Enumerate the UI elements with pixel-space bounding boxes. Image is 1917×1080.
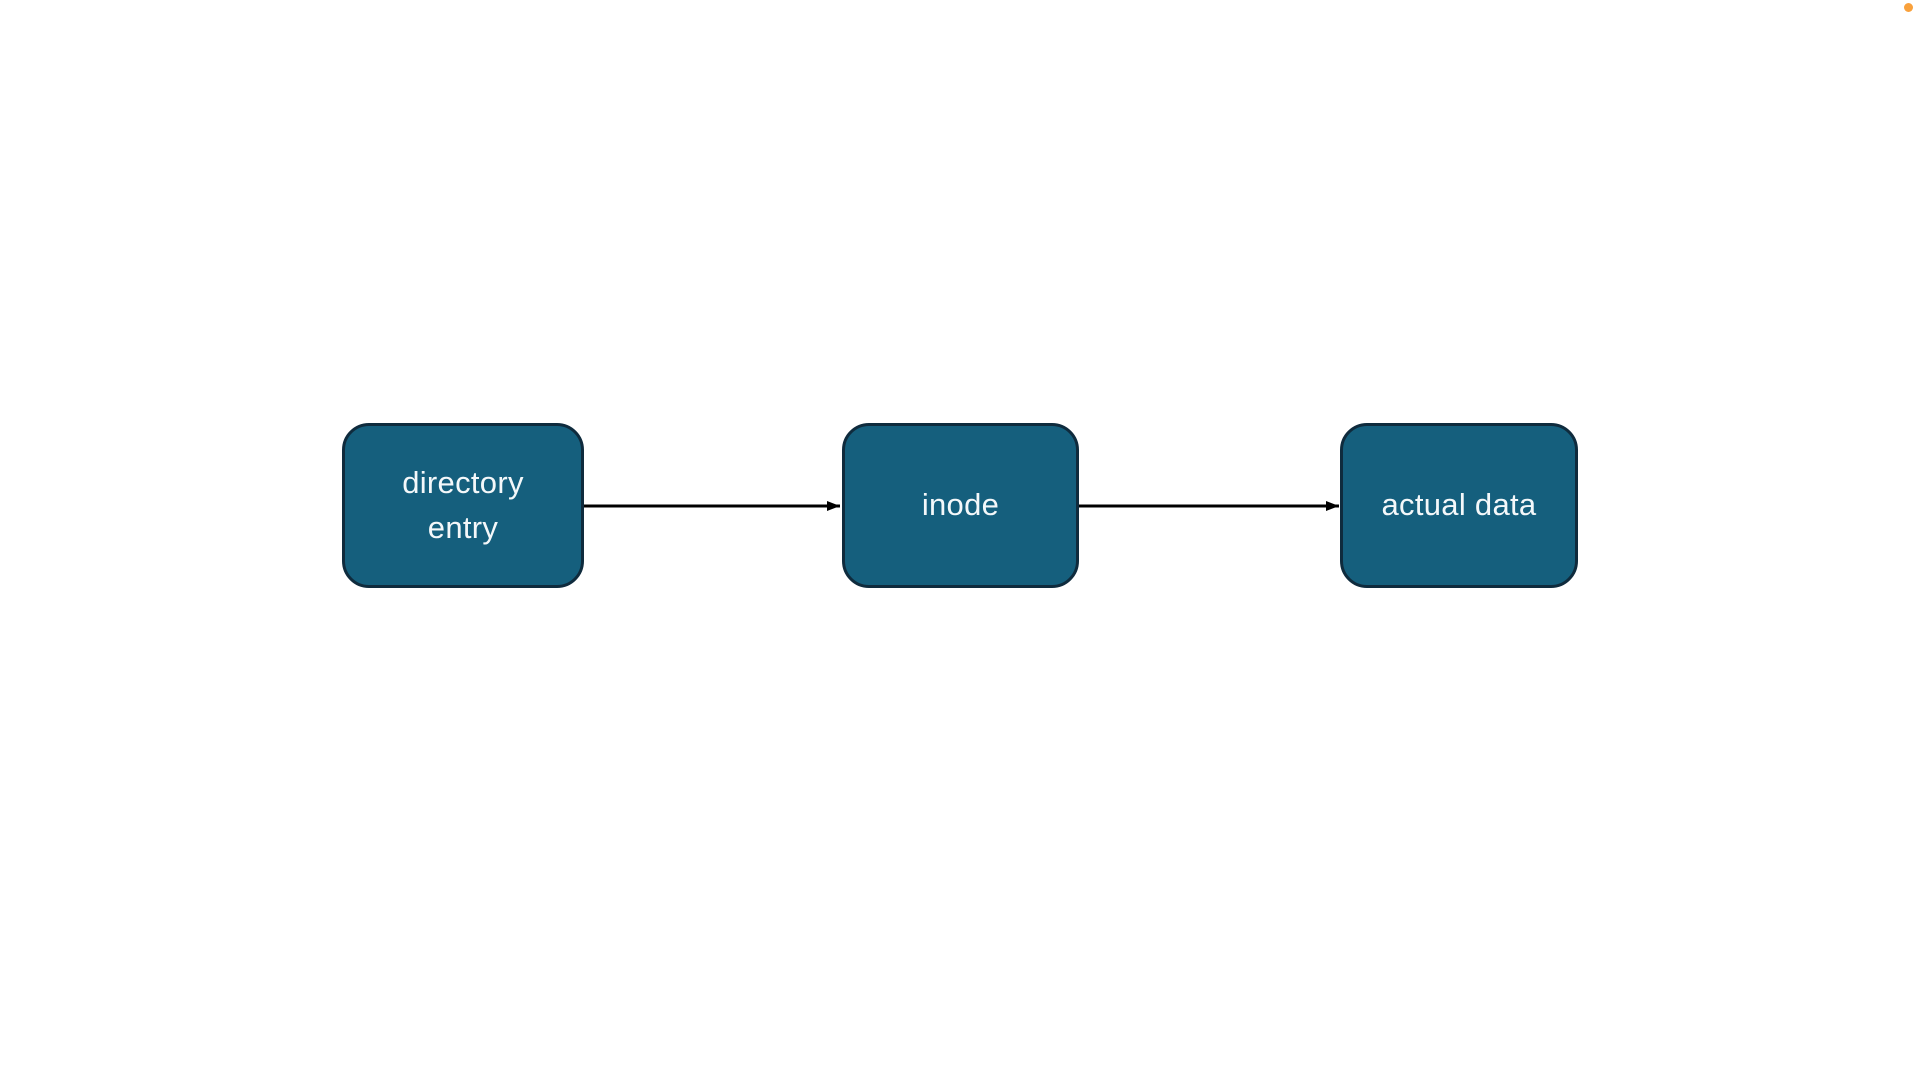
- node-directory-entry: directory entry: [342, 423, 584, 588]
- node-directory-entry-label: directory entry: [402, 465, 524, 545]
- node-actual-data-label: actual data: [1381, 487, 1537, 523]
- node-inode-label: inode: [921, 487, 1000, 523]
- orange-indicator-dot: [1904, 3, 1913, 12]
- node-inode: inode: [842, 423, 1079, 588]
- node-actual-data: actual data: [1340, 423, 1578, 588]
